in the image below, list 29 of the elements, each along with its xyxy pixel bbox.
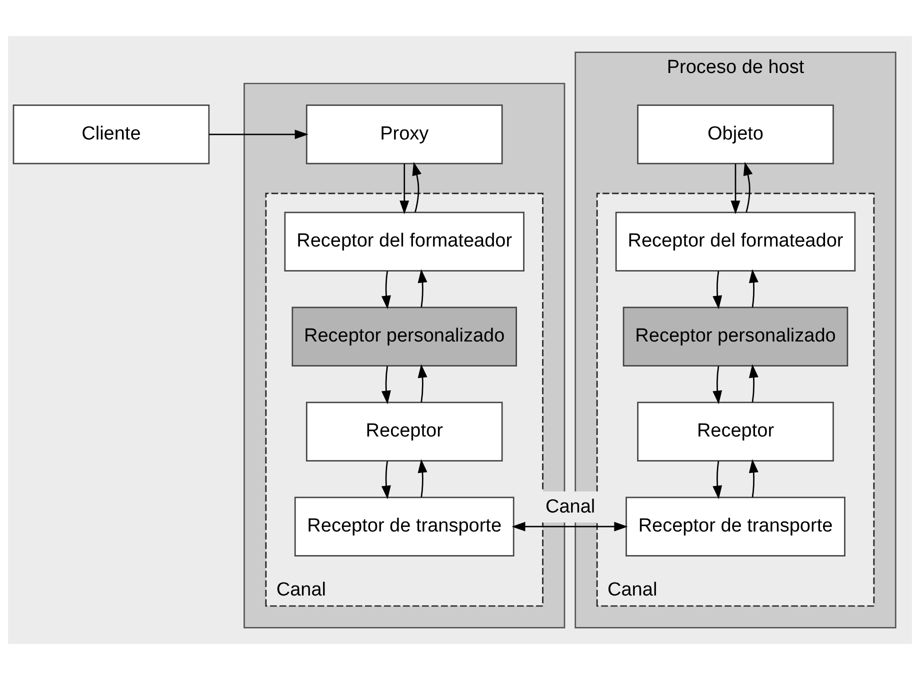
node-box: Proxy (306, 104, 503, 164)
arrow (381, 460, 391, 499)
node-box: Receptor (637, 401, 834, 461)
node-box: Receptor de transporte (626, 496, 846, 556)
node-box: Objeto (637, 104, 834, 164)
arrow (512, 521, 628, 531)
node-box: Receptor de transporte (294, 496, 514, 556)
node-box: Receptor personalizado (292, 306, 517, 366)
node-box: Receptor personalizado (622, 306, 848, 366)
arrow (712, 270, 722, 309)
arrow (748, 364, 758, 402)
arrow (748, 458, 758, 497)
arrow (748, 268, 758, 307)
node-box: Cliente (12, 104, 210, 164)
arrow (712, 460, 722, 499)
node-box: Receptor del formateador (284, 211, 524, 271)
arrow (418, 268, 428, 307)
arrow (743, 161, 753, 212)
arrow (412, 161, 422, 212)
arrow (400, 163, 410, 214)
arrow (209, 129, 308, 139)
node-box: Receptor del formateador (615, 211, 856, 271)
arrow (418, 364, 428, 402)
arrow (418, 458, 428, 497)
arrow (730, 163, 740, 214)
node-box: Receptor (306, 401, 503, 461)
arrow (381, 270, 391, 309)
arrow (381, 366, 391, 404)
arrow (712, 366, 722, 404)
